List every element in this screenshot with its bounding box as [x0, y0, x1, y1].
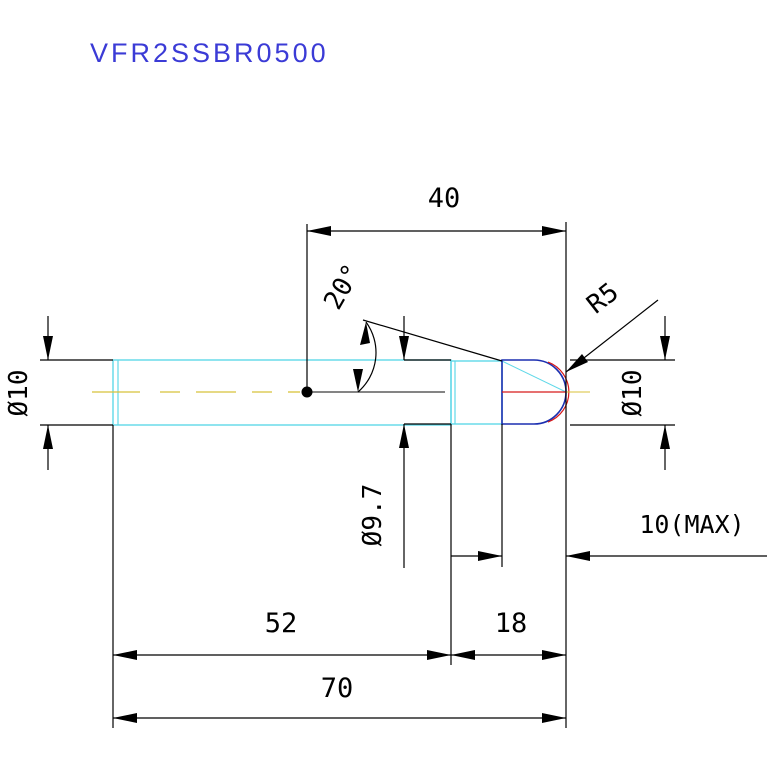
part-number-title: VFR2SSBR0500 — [90, 38, 329, 68]
dimension-40: 40 — [307, 183, 566, 236]
angle-label: 20° — [318, 259, 367, 315]
dimension-40-label: 40 — [428, 183, 461, 214]
dimension-radius: R5 — [565, 277, 659, 373]
dimension-70-label: 70 — [321, 673, 354, 704]
radius-label: R5 — [582, 277, 625, 320]
dimension-10-max-label: 10(MAX) — [639, 510, 744, 539]
dimension-angle: 20° — [318, 259, 377, 393]
diameter-left-label: Ø10 — [4, 370, 34, 417]
dimension-52: 52 — [113, 608, 451, 660]
dimension-18: 18 — [451, 608, 566, 660]
dimension-neck-diameter: Ø9.7 — [358, 316, 409, 568]
dimension-70: 70 — [113, 673, 566, 723]
dimension-18-label: 18 — [495, 608, 528, 639]
neck-outline — [450, 360, 503, 425]
extension-lines — [40, 222, 675, 728]
pivot-point-symbol — [301, 386, 313, 398]
dimension-diameter-right: Ø10 — [618, 316, 670, 470]
dimension-10-max: 10(MAX) — [451, 510, 767, 561]
cone-line — [501, 360, 567, 393]
dimension-52-label: 52 — [265, 608, 298, 639]
neck-diameter-label: Ø9.7 — [358, 484, 388, 547]
dimension-diameter-left: Ø10 — [4, 316, 53, 470]
diameter-right-label: Ø10 — [618, 370, 648, 417]
